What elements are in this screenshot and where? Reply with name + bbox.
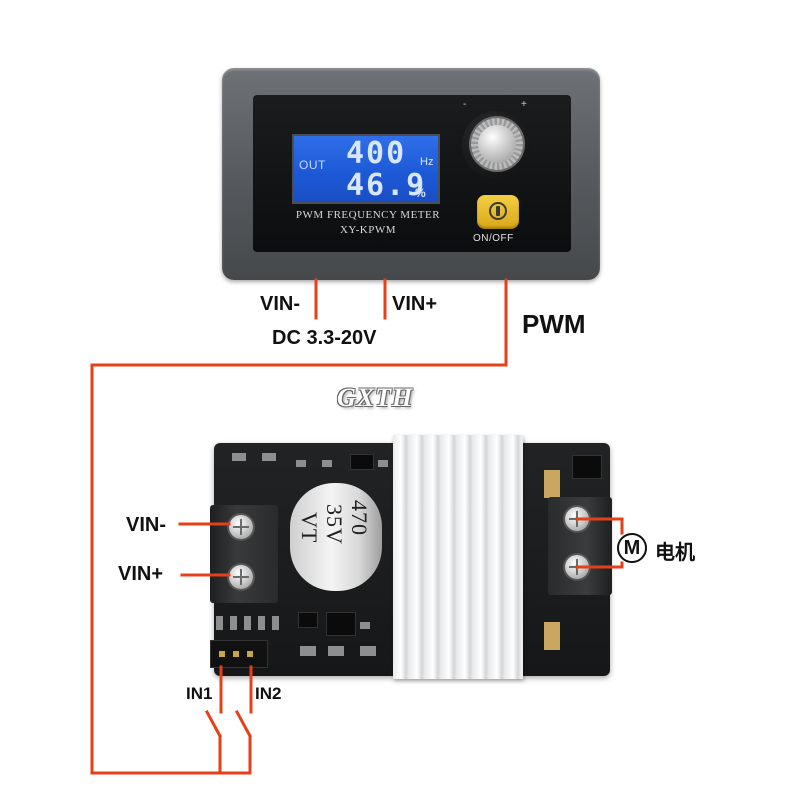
smd-resistor xyxy=(216,616,223,630)
smd-resistor xyxy=(328,646,344,656)
motor-icon: M xyxy=(617,533,647,563)
smd-resistor xyxy=(244,616,251,630)
power-icon xyxy=(489,202,507,220)
on-off-label: ON/OFF xyxy=(473,233,514,244)
label-in2: IN2 xyxy=(255,684,282,703)
knob-plus-mark: + xyxy=(521,99,527,110)
lcd-duty-unit: % xyxy=(415,186,426,200)
smd-resistor xyxy=(300,646,316,656)
meter-caption-model: XY-KPWM xyxy=(339,224,397,236)
knob-cap xyxy=(478,125,516,163)
smd-resistor xyxy=(296,460,306,467)
smd-resistor xyxy=(230,616,237,630)
label-in1: IN1 xyxy=(186,684,213,703)
wire-motor-1 xyxy=(575,517,624,535)
wire-pwm xyxy=(90,278,508,775)
label-vin-plus-meter: VIN+ xyxy=(392,293,438,315)
lcd-out-label: OUT xyxy=(299,158,326,172)
smd-resistor xyxy=(378,460,388,467)
wire-in2-switch xyxy=(234,709,253,739)
lcd-duty-value: 46.9 xyxy=(346,168,427,203)
screw-terminal-vin-minus[interactable] xyxy=(229,515,253,539)
header-pin xyxy=(247,651,253,657)
label-pwm: PWM xyxy=(522,309,586,339)
lcd-display xyxy=(292,134,440,204)
smd-chip xyxy=(298,612,318,628)
screw-terminal-vin-plus[interactable] xyxy=(229,565,253,589)
smd-capacitor xyxy=(544,470,560,498)
label-vin-plus-board: VIN+ xyxy=(118,563,164,585)
label-vin-minus-board: VIN- xyxy=(126,514,166,536)
lcd-frequency-unit: Hz xyxy=(420,156,434,168)
smd-resistor xyxy=(262,453,276,461)
smd-resistor xyxy=(322,460,332,467)
smd-capacitor xyxy=(544,622,560,650)
smd-resistor xyxy=(232,453,246,461)
wire-pwm-branch xyxy=(218,734,252,775)
smd-resistor xyxy=(360,622,370,629)
meter-caption-title: PWM FREQUENCY METER xyxy=(295,209,441,221)
smd-resistor xyxy=(272,616,279,630)
label-dc-range: DC 3.3-20V xyxy=(272,327,377,349)
input-header-pins xyxy=(210,640,268,668)
label-motor: 电机 xyxy=(655,540,695,564)
knob-minus-mark: - xyxy=(463,99,467,110)
wire-motor-2 xyxy=(575,561,624,569)
smd-chip xyxy=(572,455,602,479)
header-pin xyxy=(233,651,239,657)
smd-chip xyxy=(350,454,374,470)
smd-chip xyxy=(326,612,356,636)
wire-in1-switch xyxy=(204,709,223,739)
lcd-frequency-value: 400 xyxy=(346,136,407,171)
smd-resistor xyxy=(360,646,376,656)
watermark-logo: GXTH xyxy=(337,383,414,412)
header-pin xyxy=(219,651,225,657)
label-vin-minus-meter: VIN- xyxy=(260,293,300,315)
smd-resistor xyxy=(258,616,265,630)
heatsink xyxy=(393,435,523,679)
electrolytic-capacitor xyxy=(290,483,382,591)
